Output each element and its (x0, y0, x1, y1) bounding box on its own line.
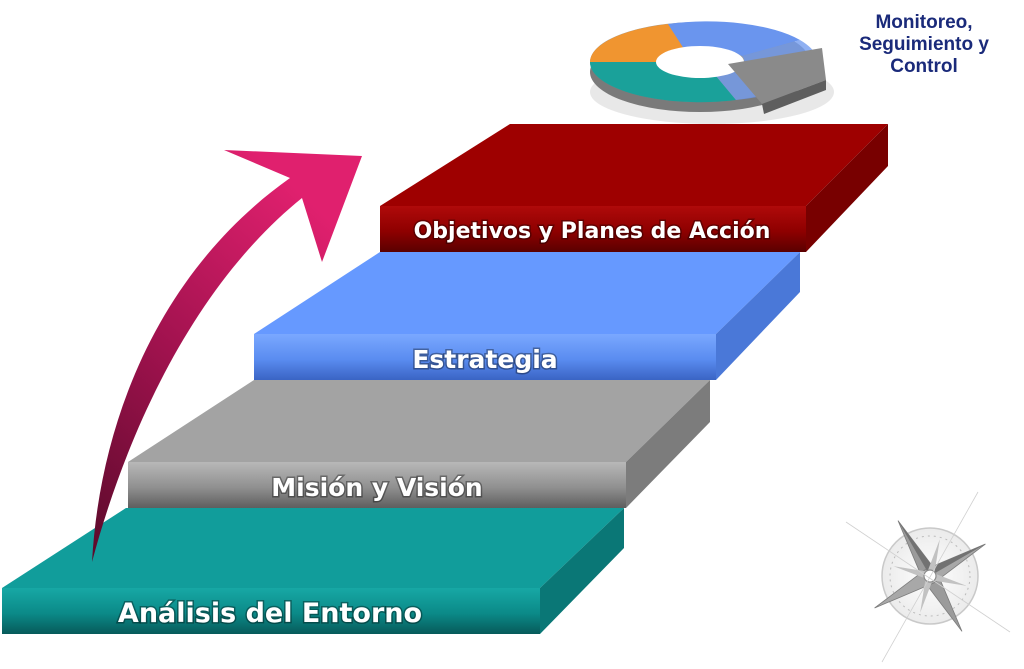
cycle-donut-icon (589, 21, 834, 124)
step4-front-face (380, 206, 806, 252)
caption-line-3: Control (890, 56, 958, 77)
step3-side-face (716, 252, 800, 380)
step2-top-face (128, 380, 710, 462)
step-estrategia: Estrategia (254, 252, 800, 380)
step4-top-face (380, 124, 888, 206)
step3-top-face (254, 252, 800, 334)
step-analisis-entorno: Análisis del Entorno (2, 508, 624, 634)
step4-label: Objetivos y Planes de Acción (414, 219, 771, 244)
step3-front-face (254, 334, 716, 380)
step1-side-face (540, 508, 624, 634)
compass-rose-icon (845, 491, 1011, 663)
step4-side-face (806, 124, 888, 252)
step-objetivos-planes: Objetivos y Planes de Acción (380, 124, 888, 252)
caption-line-1: Monitoreo, (875, 12, 973, 33)
step2-side-face (626, 380, 710, 508)
step1-label: Análisis del Entorno (118, 598, 422, 629)
step2-label: Misión y Visión (271, 473, 482, 502)
step1-top-face (2, 508, 624, 588)
step2-front-face (128, 462, 626, 508)
curved-up-arrow-icon (92, 150, 362, 562)
step-mision-vision: Misión y Visión (128, 380, 710, 508)
caption-line-2: Seguimiento y (859, 34, 989, 55)
monitoring-caption: Monitoreo, Seguimiento y Control (836, 12, 1012, 78)
step1-front-face (2, 588, 540, 634)
step3-label: Estrategia (412, 345, 557, 374)
